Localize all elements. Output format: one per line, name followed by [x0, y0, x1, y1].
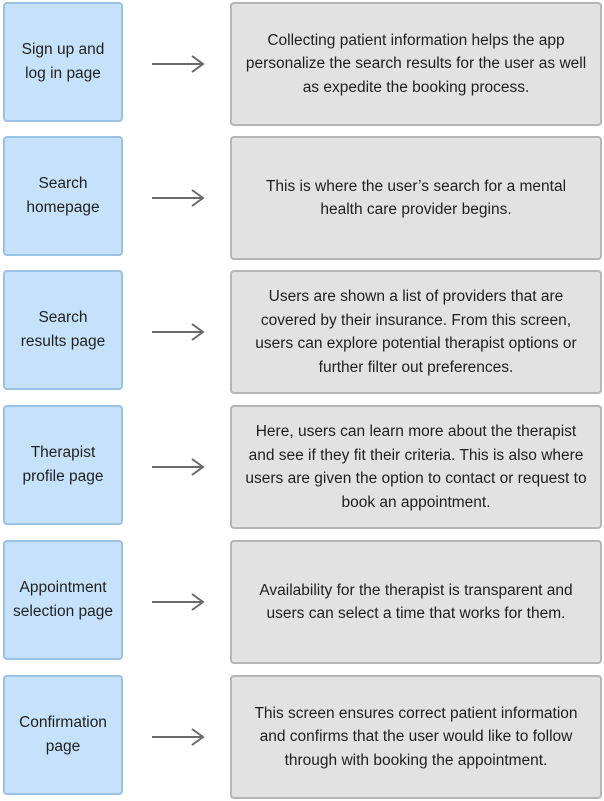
right-arrow-icon: [152, 55, 205, 73]
description-text: Availability for the therapist is transp…: [259, 581, 573, 623]
flow-row: Search homepage This is where the user’s…: [0, 136, 604, 260]
right-arrow-icon: [152, 458, 205, 476]
right-arrow-icon: [152, 323, 205, 341]
description-text: Here, users can learn more about the the…: [245, 423, 587, 511]
page-box: Search results page: [3, 270, 123, 390]
description-text: Collecting patient information helps the…: [245, 31, 587, 96]
description-box: Here, users can learn more about the the…: [230, 405, 602, 529]
flow-row: Therapist profile page Here, users can l…: [0, 405, 604, 529]
description-text: This screen ensures correct patient info…: [254, 704, 578, 769]
flow-row: Sign up and log in page Collecting patie…: [0, 2, 604, 126]
flow-row: Confirmation page This screen ensures co…: [0, 675, 604, 799]
flow-row: Search results page Users are shown a li…: [0, 270, 604, 394]
page-box: Therapist profile page: [3, 405, 123, 525]
description-text: This is where the user’s search for a me…: [265, 177, 567, 219]
page-label: Sign up and log in page: [21, 41, 105, 82]
page-box: Sign up and log in page: [3, 2, 123, 122]
page-box: Confirmation page: [3, 675, 123, 795]
right-arrow-icon: [152, 593, 205, 611]
page-label: Therapist profile page: [22, 444, 104, 485]
page-label: Search homepage: [26, 175, 100, 216]
description-box: Availability for the therapist is transp…: [230, 540, 602, 664]
description-box: Users are shown a list of providers that…: [230, 270, 602, 394]
page-label: Confirmation page: [19, 714, 107, 755]
page-box: Appointment selection page: [3, 540, 123, 660]
page-label: Search results page: [20, 309, 106, 350]
flow-row: Appointment selection page Availability …: [0, 540, 604, 664]
page-box: Search homepage: [3, 136, 123, 256]
description-box: This screen ensures correct patient info…: [230, 675, 602, 799]
description-text: Users are shown a list of providers that…: [255, 288, 577, 376]
description-box: This is where the user’s search for a me…: [230, 136, 602, 260]
right-arrow-icon: [152, 189, 205, 207]
right-arrow-icon: [152, 728, 205, 746]
description-box: Collecting patient information helps the…: [230, 2, 602, 126]
page-label: Appointment selection page: [13, 579, 113, 620]
